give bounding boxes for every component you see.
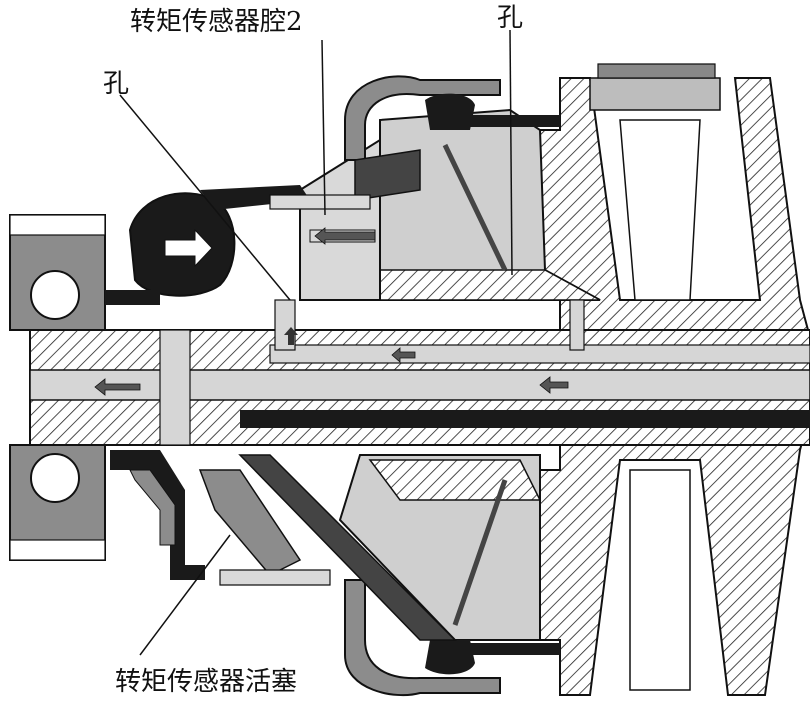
- label-torque-sensor-chamber: 转矩传感器腔2: [130, 7, 303, 37]
- bearing-bottom: [9, 444, 106, 561]
- torque-sensor-cam: [105, 185, 310, 305]
- main-shaft: [29, 299, 810, 446]
- leader-lines: [119, 29, 513, 656]
- upper-housing: [299, 108, 601, 301]
- lower-piston: [238, 454, 560, 697]
- label-hole-left: 孔: [103, 69, 129, 99]
- label-torque-sensor-piston: 转矩传感器活塞: [115, 667, 297, 697]
- lower-housing: [338, 454, 542, 641]
- bearing-top: [9, 214, 106, 331]
- flow-arrows: [94, 227, 569, 396]
- label-hole-top: 孔: [497, 3, 523, 33]
- upper-piston: [344, 75, 560, 201]
- torque-sensor-piston-part: [110, 450, 331, 586]
